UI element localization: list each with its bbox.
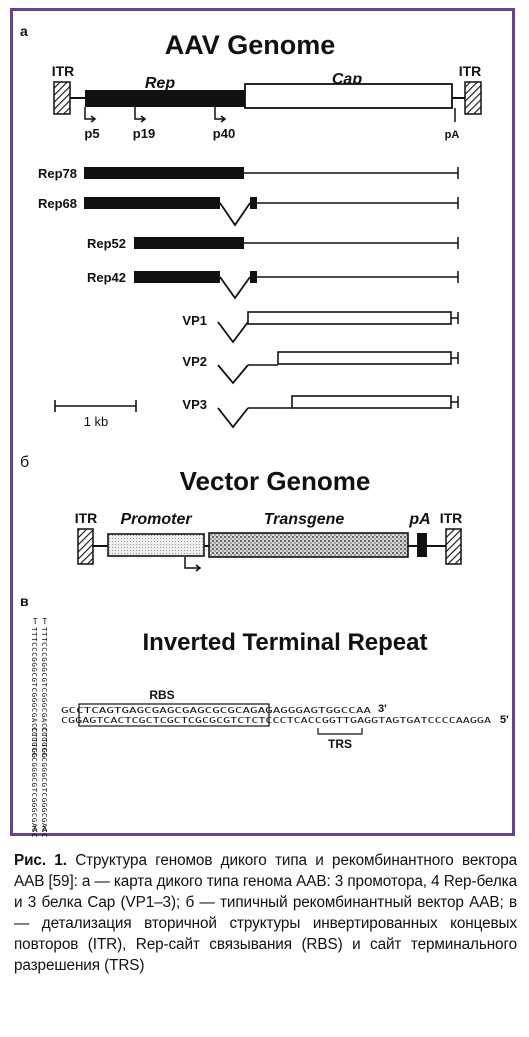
vector-itr-right-box — [445, 528, 462, 565]
transcript-label-rep78: Rep78 — [38, 166, 77, 181]
panel-b-title: Vector Genome — [180, 466, 371, 496]
scale-bar — [54, 400, 137, 412]
hairpin-loop-bottom: A A — [33, 825, 48, 834]
itr-right-label: ITR — [459, 63, 482, 79]
rep-gene-box — [85, 90, 253, 107]
figure-frame — [10, 8, 515, 836]
rbs-label: RBS — [149, 688, 174, 702]
trs-bracket — [317, 728, 363, 735]
panel-a-title: AAV Genome — [165, 30, 336, 60]
rep78-bar — [84, 167, 244, 179]
itr-left-box — [53, 81, 71, 115]
rbs-box — [78, 703, 270, 727]
rep-label: Rep — [145, 75, 175, 92]
hairpin-strand-bottom-pair: CCCGCCCGGGCGTCGGGCGACC — [40, 727, 49, 838]
cap-gene-box — [244, 83, 453, 109]
hairpin-strand-top-pair: TTTCCCGGGCGTCGGGCGACCTTTGG — [40, 627, 49, 758]
vector-polya-label: pA — [408, 511, 430, 528]
rep42-splice — [219, 276, 251, 300]
transcript-label-vp1: VP1 — [182, 313, 207, 328]
caption-label: Рис. 1. — [14, 852, 67, 869]
hairpin-strand-bottom: CCCGCCCGGGCGTCGGGCGACC — [30, 727, 39, 838]
vp1-splice — [217, 321, 249, 344]
panel-b-letter: б — [20, 454, 29, 471]
panel-c-letter: в — [20, 593, 29, 609]
transcript-label-rep52: Rep52 — [87, 236, 126, 251]
vector-polya-box — [417, 533, 427, 557]
transgene-box — [208, 532, 409, 558]
itr-right-box — [464, 81, 482, 115]
trs-label: TRS — [328, 737, 352, 751]
vp2-splice — [217, 364, 249, 385]
vp3-bar — [291, 395, 452, 409]
panel-c-title: Inverted Terminal Repeat — [143, 629, 428, 656]
promoter-label: Promoter — [120, 511, 192, 528]
end-3-label: 3' — [378, 703, 387, 715]
itr-left-label: ITR — [52, 63, 75, 79]
figure-caption: Рис. 1. Структура геномов дикого типа и … — [14, 850, 517, 976]
vp1-bar — [247, 311, 452, 325]
promoter-label-p5: p5 — [84, 126, 99, 141]
bottom-strand: CGGAGTCACTCGCTCGCTCGCGCGTCTCTCCCTCACCGGT… — [61, 715, 491, 725]
transcript-label-vp3: VP3 — [182, 397, 207, 412]
top-strand: GCCTCAGTGAGCGAGCGAGCGCGCAGAGAGGGAGTGGCCA… — [61, 705, 371, 715]
vector-itr-right-label: ITR — [440, 510, 463, 526]
caption-text: Структура геномов дикого типа и рекомбин… — [14, 852, 518, 974]
vector-promoter-arrow — [184, 557, 202, 572]
vp3-splice — [217, 407, 249, 429]
vector-itr-left-box — [77, 528, 94, 565]
promoter-label-p19: p19 — [133, 126, 155, 141]
figure-diagram: а AAV Genome ITR ITR Rep Cap p5 p19 p40 … — [20, 23, 509, 838]
hairpin-loop-top: T T — [33, 617, 48, 626]
transcript-label-vp2: VP2 — [182, 354, 207, 369]
promoter-arrow-p19 — [134, 107, 147, 123]
vp2-bar — [277, 351, 452, 365]
rep68-splice — [219, 202, 251, 227]
vector-itr-left-label: ITR — [75, 510, 98, 526]
panel-a-letter: а — [20, 23, 28, 39]
scale-label: 1 kb — [84, 414, 109, 429]
hairpin-strand-top: TTTCCCGGGCGTCGGGCGACCTTTGG — [30, 627, 39, 758]
transcript-label-rep42: Rep42 — [87, 270, 126, 285]
end-5-label: 5' — [500, 714, 509, 726]
promoter-label-p40: p40 — [213, 126, 235, 141]
transgene-label: Transgene — [264, 511, 345, 528]
polya-label-a: pA — [445, 129, 460, 141]
promoter-arrow-p5 — [84, 107, 97, 123]
promoter-arrow-p40 — [214, 107, 227, 123]
transcript-label-rep68: Rep68 — [38, 196, 77, 211]
rep52-bar — [134, 237, 244, 249]
rep42-bar — [134, 271, 220, 283]
promoter-box — [107, 533, 205, 557]
rep68-bar — [84, 197, 220, 209]
